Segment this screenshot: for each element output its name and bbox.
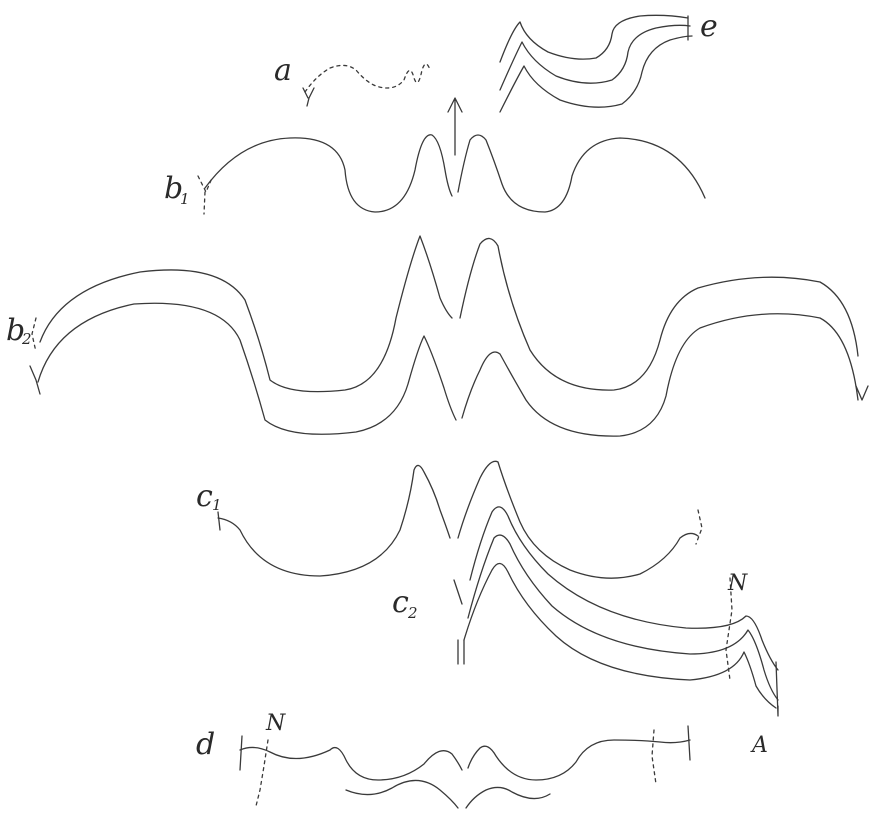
label-e: e — [700, 9, 718, 44]
label-b1-subscript: 1 — [180, 190, 190, 208]
label-c1: c — [196, 479, 213, 514]
figure-a — [302, 63, 431, 107]
label-N-upper: N — [727, 571, 748, 596]
label-c2: c — [392, 585, 409, 620]
label-A: A — [750, 733, 768, 758]
figure-c2 — [453, 506, 779, 717]
label-N-lower: N — [265, 711, 286, 736]
figure-b2 — [29, 235, 869, 437]
label-b2: b — [6, 313, 25, 348]
label-b1: b — [164, 171, 183, 206]
label-d: d — [196, 727, 215, 762]
label-a: a — [274, 53, 292, 88]
figure-e — [447, 14, 693, 156]
figure-b1 — [197, 134, 706, 215]
label-b2-subscript: 2 — [21, 330, 32, 348]
label-c1-subscript: 1 — [212, 496, 222, 514]
figure-d — [239, 725, 691, 809]
figure-c1 — [217, 460, 703, 579]
label-c2-subscript: 2 — [407, 604, 418, 622]
